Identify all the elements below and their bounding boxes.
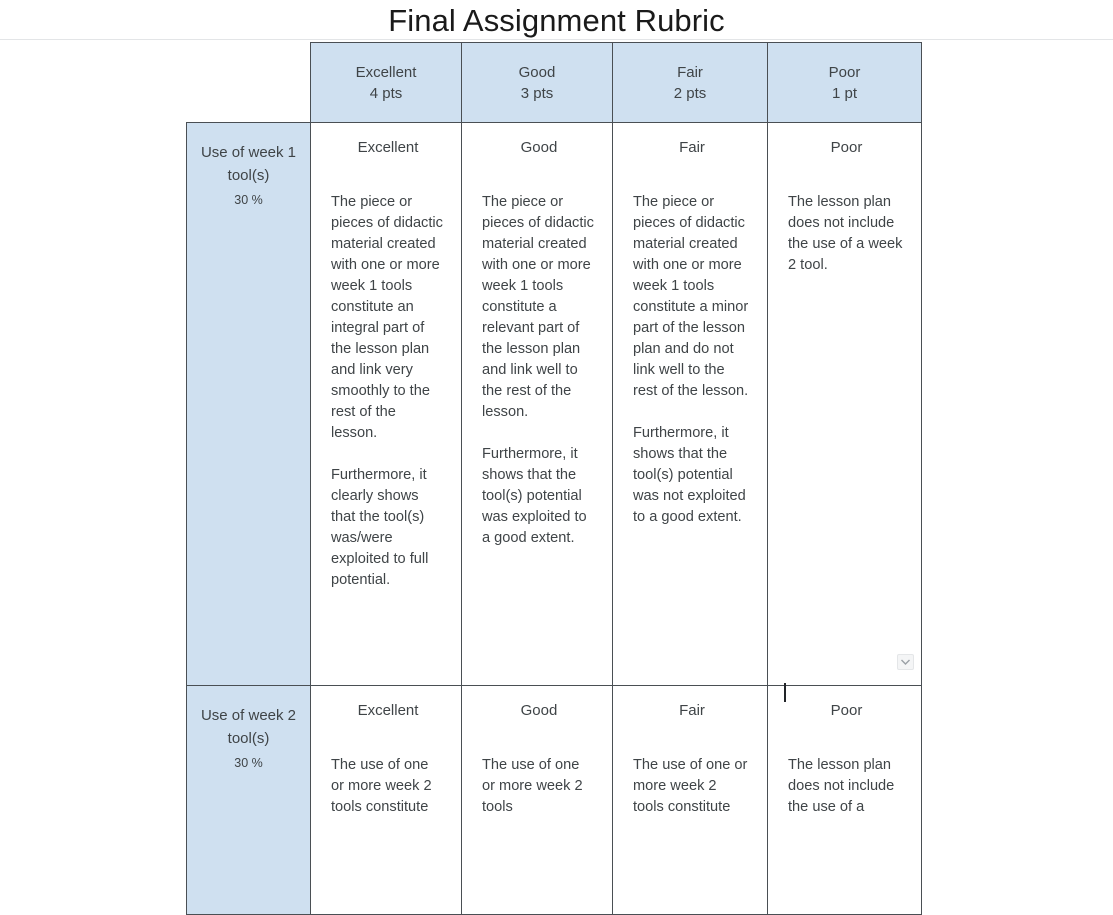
rating-header-good: Good 3 pts (461, 42, 613, 123)
rating-header-points: 2 pts (673, 84, 707, 102)
rubric-cell-paragraph: Furthermore, it clearly shows that the t… (331, 467, 429, 588)
rubric-cell-paragraph: The piece or pieces of didactic material… (482, 194, 594, 420)
criterion-cell-week-1: Use of week 1 tool(s) 30 % (186, 122, 311, 686)
rubric-cell-rating-label: Good (520, 139, 558, 156)
criterion-weight: 30 % (234, 193, 263, 207)
rating-header-points: 3 pts (520, 84, 554, 102)
rating-header-name: Fair (677, 63, 703, 81)
rubric-cell-rating-label: Poor (830, 139, 863, 156)
table-row: Use of week 2 tool(s) 30 % Excellent The… (186, 685, 922, 915)
rubric-cell-week1-good[interactable]: Good The piece or pieces of didactic mat… (461, 122, 613, 686)
rubric-cell-week2-fair[interactable]: Fair The use of one or more week 2 tools… (612, 685, 768, 915)
rating-header-name: Good (518, 63, 556, 81)
rating-header-points: 1 pt (831, 84, 858, 102)
chevron-down-icon[interactable] (897, 654, 914, 670)
rubric-cell-paragraph: The lesson plan does not include the use… (788, 194, 903, 273)
rubric-cell-week1-excellent[interactable]: Excellent The piece or pieces of didacti… (310, 122, 462, 686)
rubric-cell-paragraph: Furthermore, it shows that the tool(s) p… (482, 446, 587, 546)
rubric-table-body: Use of week 1 tool(s) 30 % Excellent The… (186, 122, 922, 915)
rubric-cell-week1-poor[interactable]: Poor The lesson plan does not include th… (767, 122, 922, 686)
rubric-cell-rating-label: Excellent (357, 702, 419, 719)
criterion-name: Use of week 1 tool(s) (200, 144, 297, 184)
rating-header-name: Excellent (355, 63, 417, 81)
rubric-table-head: Excellent 4 pts Good 3 pts Fair 2 pts Po… (187, 42, 922, 123)
header-divider (0, 39, 1113, 40)
rubric-cell-paragraph: The piece or pieces of didactic material… (633, 194, 749, 399)
rubric-cell-paragraph: The piece or pieces of didactic material… (331, 194, 443, 441)
rating-header-points: 4 pts (369, 84, 403, 102)
rubric-cell-week1-fair[interactable]: Fair The piece or pieces of didactic mat… (612, 122, 768, 686)
rubric-cell-rating-label: Fair (679, 139, 705, 156)
rubric-cell-rating-label: Excellent (357, 139, 419, 156)
rubric-cell-week2-poor[interactable]: Poor The lesson plan does not include th… (767, 685, 922, 915)
rubric-cell-rating-label: Good (520, 702, 558, 719)
rubric-cell-rating-label: Fair (679, 702, 705, 719)
rating-header-name: Poor (828, 63, 861, 81)
rubric-cell-week2-excellent[interactable]: Excellent The use of one or more week 2 … (310, 685, 462, 915)
rating-header-poor: Poor 1 pt (767, 42, 922, 123)
rubric-cell-week2-good[interactable]: Good The use of one or more week 2 tools (461, 685, 613, 915)
page-title: Final Assignment Rubric (388, 3, 725, 38)
rating-header-fair: Fair 2 pts (612, 42, 768, 123)
criterion-weight: 30 % (234, 756, 263, 770)
criterion-cell-week-2: Use of week 2 tool(s) 30 % (186, 685, 311, 915)
rubric-table-container: Excellent 4 pts Good 3 pts Fair 2 pts Po… (186, 42, 922, 915)
rubric-cell-paragraph: Furthermore, it shows that the tool(s) p… (633, 425, 746, 525)
rubric-cell-rating-label: Poor (830, 702, 863, 719)
rubric-table: Excellent 4 pts Good 3 pts Fair 2 pts Po… (186, 42, 922, 915)
rubric-corner-cell (187, 43, 311, 123)
rating-header-excellent: Excellent 4 pts (310, 42, 462, 123)
criterion-name: Use of week 2 tool(s) (200, 707, 297, 747)
table-row: Use of week 1 tool(s) 30 % Excellent The… (186, 122, 922, 686)
text-cursor (784, 683, 786, 702)
rubric-header-row: Excellent 4 pts Good 3 pts Fair 2 pts Po… (187, 42, 922, 123)
